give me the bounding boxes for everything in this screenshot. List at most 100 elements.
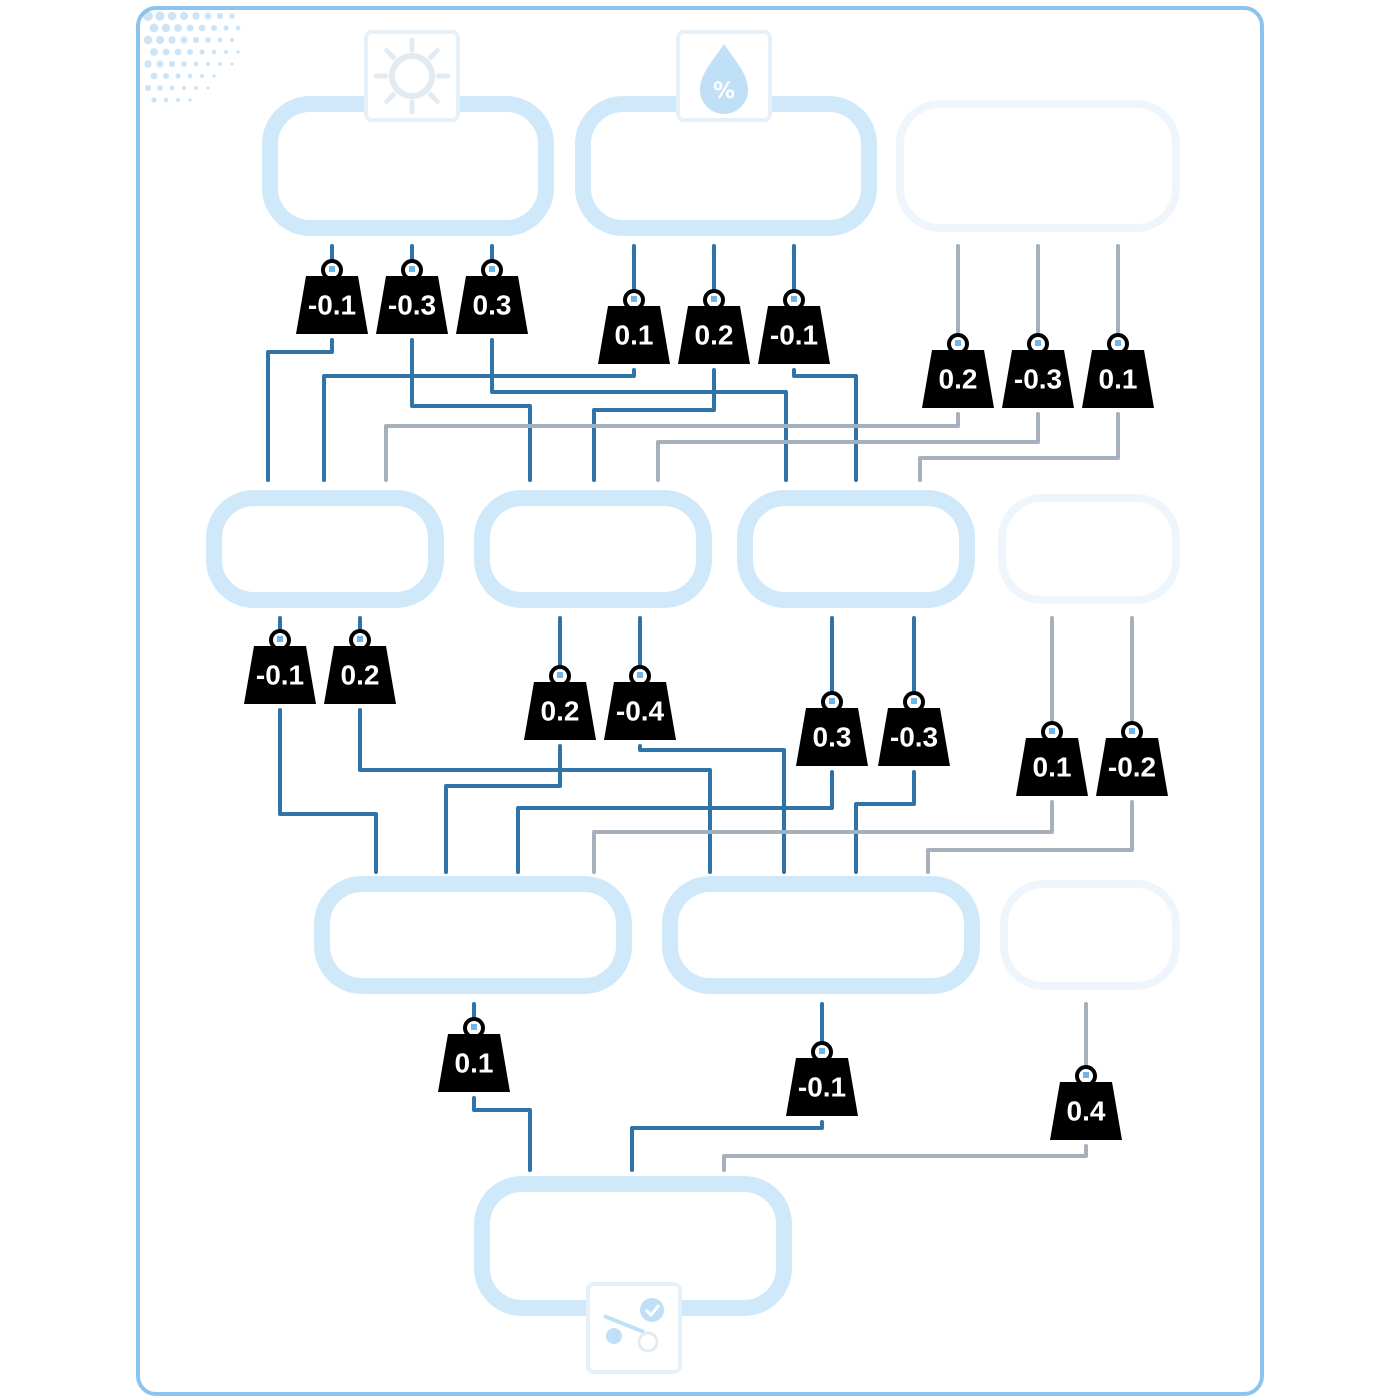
layer-1-weight: -0.3 <box>376 259 448 334</box>
weight-body <box>922 350 994 408</box>
decoration-dot <box>205 37 211 43</box>
connection-wire <box>472 1096 532 1172</box>
weight-value: -0.3 <box>388 289 436 320</box>
hidden-layer-2-node <box>1000 880 1180 990</box>
decoration-dot <box>224 50 228 54</box>
hidden-layer-2-node <box>314 876 632 994</box>
decoration-dot <box>211 25 217 31</box>
weight-body <box>604 682 676 740</box>
dot-pattern-decoration <box>143 11 241 103</box>
weight-value: 0.2 <box>541 695 580 726</box>
weight-value: -0.3 <box>890 721 938 752</box>
weight-value: 0.3 <box>473 289 512 320</box>
weight-body <box>598 306 670 364</box>
decoration-dot <box>161 23 171 33</box>
weight-value: -0.2 <box>1108 751 1156 782</box>
weight-value: 0.3 <box>813 721 852 752</box>
decoration-dot <box>168 60 176 68</box>
input-node <box>896 100 1180 232</box>
decoration-dot <box>176 98 180 102</box>
decoration-dot <box>192 36 200 44</box>
weight-body <box>438 1034 510 1092</box>
weight-value: 0.1 <box>455 1047 494 1078</box>
weight-body <box>524 682 596 740</box>
weight-body <box>1050 1082 1122 1140</box>
connection-wire <box>592 800 1054 874</box>
connection-wire <box>490 338 788 482</box>
connection-wire <box>592 368 716 482</box>
connection-wire <box>322 368 636 482</box>
weight-value: 0.1 <box>1033 751 1072 782</box>
connection-wire <box>918 412 1120 482</box>
connection-wire <box>854 770 916 874</box>
decoration-dot <box>194 86 198 90</box>
layer-1-weight: 0.1 <box>1082 333 1154 408</box>
decoration-dot <box>187 73 193 79</box>
decoration-dot <box>204 12 212 20</box>
decoration-dot <box>168 36 176 44</box>
weight-value: 0.4 <box>1067 1095 1106 1126</box>
decoration-dot <box>199 49 205 55</box>
weight-body <box>796 708 868 766</box>
decoration-dot <box>181 85 187 91</box>
hidden-layer-1-node <box>474 490 712 608</box>
layer-1-weight: 0.1 <box>598 289 670 364</box>
weight-body <box>758 306 830 364</box>
weight-value: 0.2 <box>695 319 734 350</box>
decoration-dot <box>181 61 187 67</box>
connection-wire <box>926 800 1134 874</box>
decoration-dot <box>174 24 182 32</box>
decoration-dot <box>188 98 192 102</box>
layer-1-weight: -0.1 <box>758 289 830 364</box>
decoration-dot <box>229 13 235 19</box>
decoration-dot <box>163 97 169 103</box>
weight-value: -0.4 <box>616 695 665 726</box>
decoration-dot <box>192 12 200 20</box>
layer-1-weight: 0.2 <box>922 333 994 408</box>
weight-value: 0.2 <box>939 363 978 394</box>
connection-wire <box>384 412 960 482</box>
hidden-layer-1-node <box>206 490 444 608</box>
layer-3-weight: 0.1 <box>438 1017 510 1092</box>
decoration-dot <box>223 25 229 31</box>
weight-value: -0.1 <box>798 1071 846 1102</box>
layer-3-weight: -0.1 <box>786 1041 858 1116</box>
layer-2-weight: -0.4 <box>604 665 676 740</box>
decoration-dot <box>156 36 164 44</box>
decoration-dot <box>144 60 152 68</box>
decoration-dot <box>150 48 158 56</box>
layer-1-weight: 0.2 <box>678 289 750 364</box>
sun-icon <box>364 30 460 122</box>
decoration-dot <box>169 85 175 91</box>
decoration-dot <box>186 24 194 32</box>
weight-body <box>456 276 528 334</box>
decoration-dot <box>216 12 224 20</box>
decoration-dot <box>151 97 157 103</box>
decoration-dot <box>155 11 165 21</box>
layer-2-weight: -0.2 <box>1096 721 1168 796</box>
weight-value: 0.2 <box>341 659 380 690</box>
decoration-dot <box>193 61 199 67</box>
decoration-dot <box>235 25 241 31</box>
golf-swing-check-icon <box>586 1282 682 1374</box>
weight-body <box>1016 738 1088 796</box>
decoration-dot <box>206 86 210 90</box>
decoration-dot <box>180 36 188 44</box>
decoration-dot <box>187 49 193 55</box>
weight-value: 0.1 <box>1099 363 1138 394</box>
connection-wire <box>266 338 334 482</box>
decoration-dot <box>157 85 163 91</box>
connection-wire <box>516 770 834 874</box>
connection-wire <box>630 1120 824 1172</box>
weight-body <box>376 276 448 334</box>
weight-body <box>296 276 368 334</box>
weight-body <box>244 646 316 704</box>
hidden-layer-1-node <box>737 490 975 608</box>
weight-body <box>1082 350 1154 408</box>
decoration-dot <box>150 72 158 80</box>
weight-body <box>678 306 750 364</box>
decoration-dot <box>229 37 235 43</box>
decoration-dot <box>217 37 223 43</box>
weight-value: -0.3 <box>1014 363 1062 394</box>
